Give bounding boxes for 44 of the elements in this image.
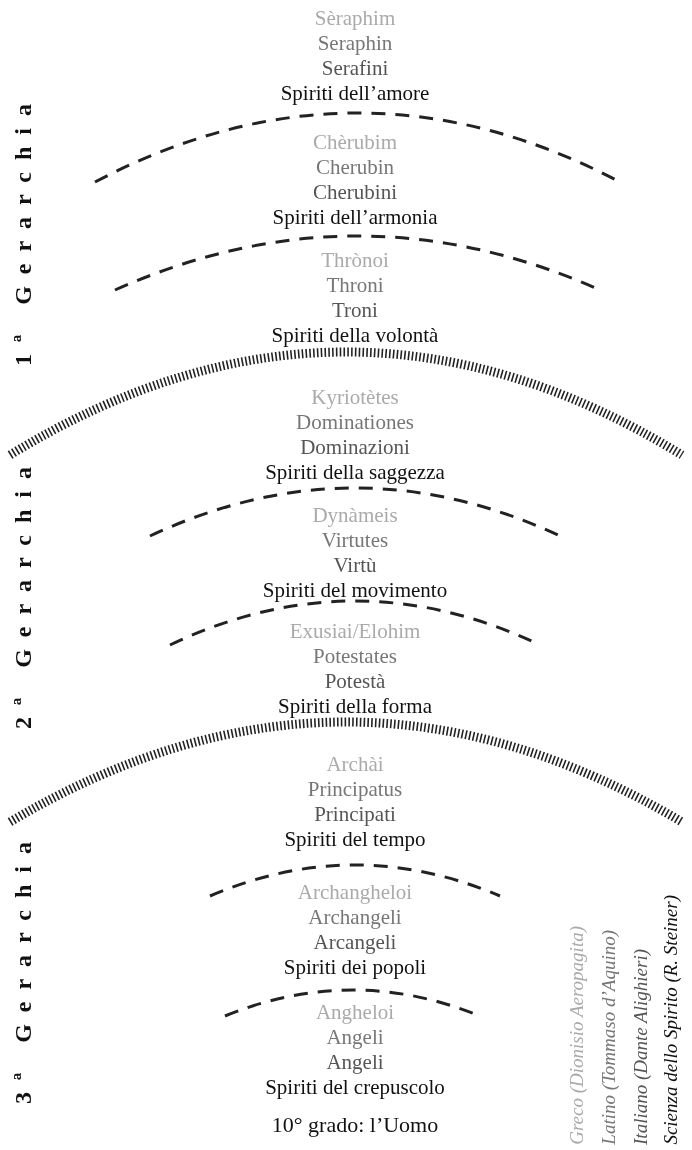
- steiner-name: Spiriti della forma: [278, 694, 432, 719]
- latin-name: Throni: [326, 273, 384, 298]
- greek-name: Sèraphim: [314, 6, 396, 31]
- greek-name: Archài: [326, 752, 384, 777]
- steiner-name: Spiriti dell’amore: [280, 81, 430, 106]
- latin-name: Dominationes: [296, 410, 414, 435]
- latin-name: Principatus: [307, 777, 403, 802]
- hierarchy-label: 1ª Gerarchia: [10, 92, 37, 367]
- italian-name: Troni: [332, 298, 378, 323]
- legend-entry: Latino (Tommaso d’Aquino): [598, 930, 620, 1145]
- hierarchy-label: 2ª Gerarchia: [10, 455, 37, 730]
- latin-name: Angeli: [326, 1025, 384, 1050]
- steiner-name: Spiriti dell’armonia: [272, 205, 438, 230]
- italian-name: Principati: [314, 802, 396, 827]
- italian-name: Arcangeli: [313, 930, 397, 955]
- steiner-name: Spiriti della volontà: [271, 323, 439, 348]
- greek-name: Dynàmeis: [312, 503, 398, 528]
- steiner-name: Spiriti del crepuscolo: [265, 1075, 445, 1100]
- italian-name: Cherubini: [313, 180, 397, 205]
- legend-entry: Italiano (Dante Alighieri): [630, 949, 652, 1145]
- greek-name: Kyriotètes: [311, 385, 399, 410]
- hierarchy-label: 3ª Gerarchia: [10, 830, 37, 1105]
- bottom-note: 10° grado: l’Uomo: [270, 1112, 440, 1138]
- legend-entry: Scienza dello Spirito (R. Steiner): [660, 895, 682, 1145]
- italian-name: Angeli: [326, 1050, 384, 1075]
- latin-name: Cherubin: [315, 155, 395, 180]
- greek-name: Archangheloi: [297, 880, 413, 905]
- latin-name: Potestates: [313, 644, 397, 669]
- greek-name: Chèrubim: [313, 130, 397, 155]
- steiner-name: Spiriti del tempo: [284, 827, 426, 852]
- steiner-name: Spiriti dei popoli: [283, 955, 427, 980]
- greek-name: Thrònoi: [321, 248, 389, 273]
- italian-name: Dominazioni: [300, 435, 410, 460]
- latin-name: Virtutes: [321, 528, 389, 553]
- greek-name: Angheloi: [315, 1000, 395, 1025]
- legend-entry: Greco (Dionisio Aeropagita): [566, 926, 588, 1145]
- latin-name: Archangeli: [308, 905, 402, 930]
- italian-name: Virtù: [333, 553, 377, 578]
- latin-name: Seraphin: [317, 31, 393, 56]
- italian-name: Serafini: [321, 56, 389, 81]
- italian-name: Potestà: [324, 669, 386, 694]
- greek-name: Exusiai/Elohim: [289, 619, 421, 644]
- steiner-name: Spiriti della saggezza: [265, 460, 445, 485]
- steiner-name: Spiriti del movimento: [262, 578, 448, 603]
